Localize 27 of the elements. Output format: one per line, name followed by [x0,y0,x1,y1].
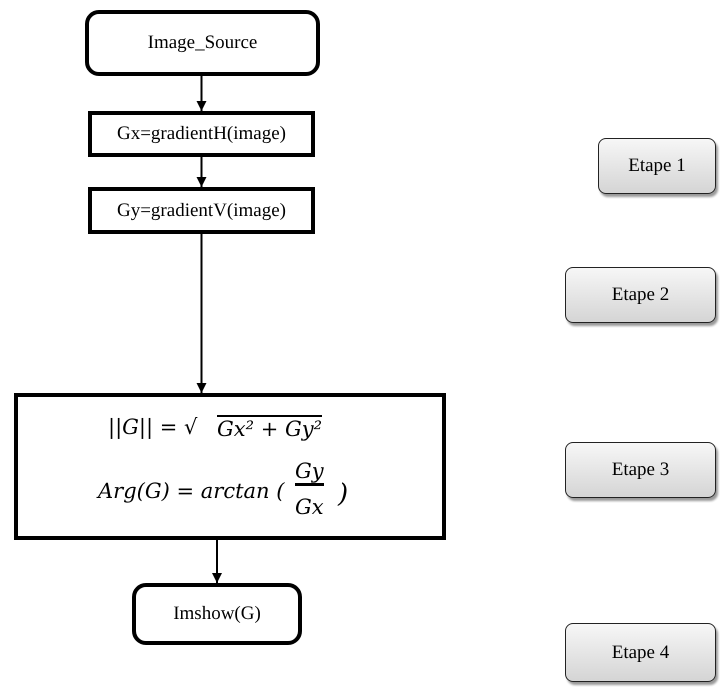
step-box [565,442,716,498]
formula-text: Gy [295,459,324,486]
process-box [88,111,315,157]
node-label: Gx=gradientH(image) [117,123,286,145]
formula-box [14,393,446,540]
radicand: Gx² + Gy² [217,415,322,441]
formula-text: Gx [295,495,324,519]
node-label: Etape 4 [612,642,670,664]
node-label: Imshow(G) [173,603,261,625]
formula-text: Arg(G) = arctan ( [98,479,284,503]
arrow [196,157,206,187]
terminal-box [85,10,320,76]
node-label: Etape 1 [628,155,686,177]
step-box [565,267,716,323]
node-label: Image_Source [148,32,258,54]
node-label: Etape 2 [612,284,670,306]
step-box [565,623,716,682]
node-label: Etape 3 [612,459,670,481]
formula-text: ) [338,479,348,509]
step-box [598,138,716,194]
formula-text: ||G|| = √ [108,415,198,439]
arrow [196,76,206,111]
process-box [88,187,315,234]
arrow [196,234,206,393]
terminal-box [132,583,302,645]
node-label: Gy=gradientV(image) [117,200,286,222]
arrow [212,540,222,583]
